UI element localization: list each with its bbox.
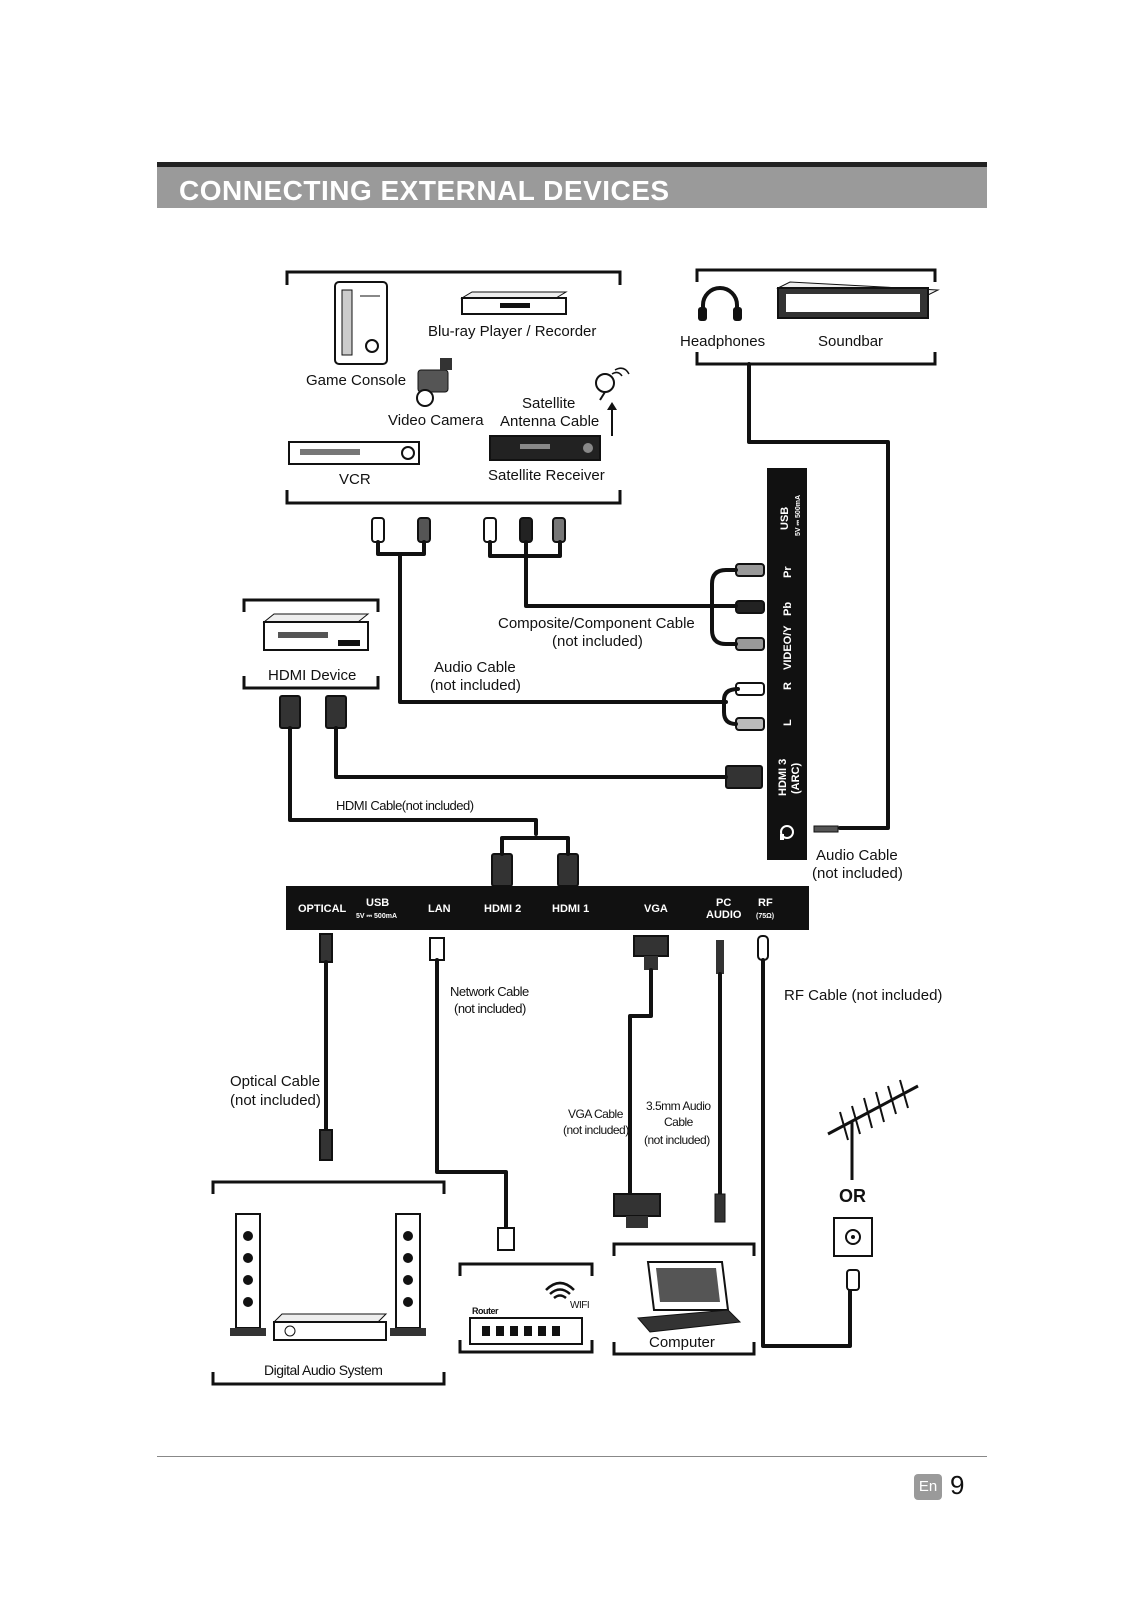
port-rf-sub: (75Ω) xyxy=(756,913,774,920)
port-usb-sub: 5V ⎓ 500mA xyxy=(356,913,397,920)
composite-cable-label-line1: Composite/Component Cable xyxy=(498,615,695,632)
port-rf-label: RF xyxy=(758,897,773,909)
rca-plugs-top xyxy=(371,517,566,543)
page-number: 9 xyxy=(950,1470,965,1500)
antenna-icon xyxy=(827,1079,919,1180)
audio-cable-right-line2: (not included) xyxy=(812,865,903,882)
section-header: CONNECTING EXTERNAL DEVICES xyxy=(157,162,987,208)
router-group: WIFI Router xyxy=(458,1262,594,1354)
audio-cable-label-line1: Audio Cable xyxy=(434,659,516,676)
blu-ray-player-icon xyxy=(460,291,568,315)
left-speaker-icon xyxy=(230,1213,266,1336)
audio-cable-right-line1: Audio Cable xyxy=(816,847,898,864)
side-hdmi3-label: HDMI 3 xyxy=(777,759,789,796)
network-cable-label-line1: Network Cable xyxy=(450,984,529,999)
port-hdmi2-label: HDMI 2 xyxy=(484,903,521,915)
side-pr-label: Pr xyxy=(782,566,794,578)
router-label: Router xyxy=(472,1306,499,1316)
wifi-icon xyxy=(545,1281,575,1300)
hdmi-device-label: HDMI Device xyxy=(268,667,356,684)
port-hdmi1-label: HDMI 1 xyxy=(552,903,589,915)
optical-cable-label-line2: (not included) xyxy=(230,1092,321,1109)
satellite-receiver-label: Satellite Receiver xyxy=(488,467,605,484)
satellite-receiver-icon xyxy=(489,435,601,461)
audio35-cable-label-line1: 3.5mm Audio xyxy=(646,1099,711,1113)
hdmi-device-group: HDMI Device xyxy=(242,598,380,690)
satellite-label-line2: Antenna Cable xyxy=(500,413,599,430)
bottom-port-panel: OPTICAL USB 5V ⎓ 500mA LAN HDMI 2 HDMI 1… xyxy=(286,886,809,930)
digital-audio-system-group: Digital Audio System xyxy=(211,1180,446,1386)
audio-receiver-icon xyxy=(272,1313,388,1341)
computer-label: Computer xyxy=(649,1334,715,1351)
side-arc-label: (ARC) xyxy=(790,763,802,794)
soundbar-icon xyxy=(776,281,940,319)
port-lan-label: LAN xyxy=(428,903,451,915)
digital-audio-system-label: Digital Audio System xyxy=(264,1362,382,1378)
vga-cable-label-line2: (not included) xyxy=(563,1123,629,1137)
source-devices-group: Game Console Blu-ray Player / Recorder V… xyxy=(285,270,630,505)
right-speaker-icon xyxy=(390,1213,426,1336)
footer-divider xyxy=(157,1456,987,1457)
side-r-label: R xyxy=(782,682,794,690)
vga-plug-computer xyxy=(613,1193,661,1228)
port-usb-label: USB xyxy=(366,897,389,909)
game-console-label: Game Console xyxy=(306,372,406,389)
network-cable-label-line2: (not included) xyxy=(454,1001,526,1016)
side-l-label: L xyxy=(782,719,794,726)
blu-ray-label: Blu-ray Player / Recorder xyxy=(428,323,596,340)
video-camera-label: Video Camera xyxy=(388,412,484,429)
hdmi-plugs-bottom xyxy=(491,853,579,887)
bottom-plugs xyxy=(319,933,769,974)
optical-plug-bottom xyxy=(319,1129,333,1161)
router-icon xyxy=(469,1317,583,1345)
port-vga-label: VGA xyxy=(644,903,668,915)
vga-cable-label-line1: VGA Cable xyxy=(568,1107,624,1121)
laptop-icon xyxy=(636,1261,742,1333)
wifi-label: WIFI xyxy=(570,1300,589,1311)
hdmi-cable-label: HDMI Cable(not included) xyxy=(336,798,474,813)
vcr-label: VCR xyxy=(339,471,371,488)
rf-cable-label: RF Cable (not included) xyxy=(784,987,942,1004)
audio-cable-label-line2: (not included) xyxy=(430,677,521,694)
side-pb-label: Pb xyxy=(782,602,794,616)
port-optical-label: OPTICAL xyxy=(298,903,347,915)
audio-plug-computer xyxy=(714,1193,726,1223)
headphone-jack-icon xyxy=(780,825,794,840)
satellite-label-line1: Satellite xyxy=(522,395,575,412)
satellite-dish-icon xyxy=(595,367,630,436)
port-pc-label: PC xyxy=(716,897,731,909)
audio35-cable-label-line2: Cable xyxy=(664,1115,694,1129)
rca-plugs-side xyxy=(725,563,839,833)
computer-group: Computer xyxy=(612,1242,756,1356)
vcr-icon xyxy=(288,441,420,465)
side-video-label: VIDEO/Y xyxy=(782,625,794,670)
language-badge: En xyxy=(914,1474,942,1500)
port-audio-label: AUDIO xyxy=(706,909,742,921)
video-camera-icon xyxy=(416,358,452,407)
composite-cable-label-line2: (not included) xyxy=(552,633,643,650)
audio-out-devices-group: Headphones Soundbar xyxy=(680,268,940,366)
game-console-icon xyxy=(334,281,388,365)
headphones-icon xyxy=(698,286,742,321)
soundbar-label: Soundbar xyxy=(818,333,883,350)
side-port-panel: USB 5V ⎓ 500mA Pr Pb VIDEO/Y R L HDMI 3 … xyxy=(767,468,807,860)
hdmi-plugs-device xyxy=(279,695,347,729)
cables xyxy=(288,362,890,1348)
side-usb-label: USB xyxy=(779,507,791,530)
hdmi-device-icon xyxy=(262,613,370,651)
side-usb-sub: 5V ⎓ 500mA xyxy=(795,495,802,536)
lan-plug-router xyxy=(497,1227,515,1251)
wall-outlet-icon xyxy=(833,1217,873,1291)
page-title: CONNECTING EXTERNAL DEVICES xyxy=(179,175,670,206)
cable-labels: Composite/Component Cable (not included)… xyxy=(230,615,942,1147)
headphones-label: Headphones xyxy=(680,333,765,350)
optical-cable-label-line1: Optical Cable xyxy=(230,1073,320,1090)
or-label: OR xyxy=(839,1186,866,1206)
audio35-cable-label-line3: (not included) xyxy=(644,1133,710,1147)
